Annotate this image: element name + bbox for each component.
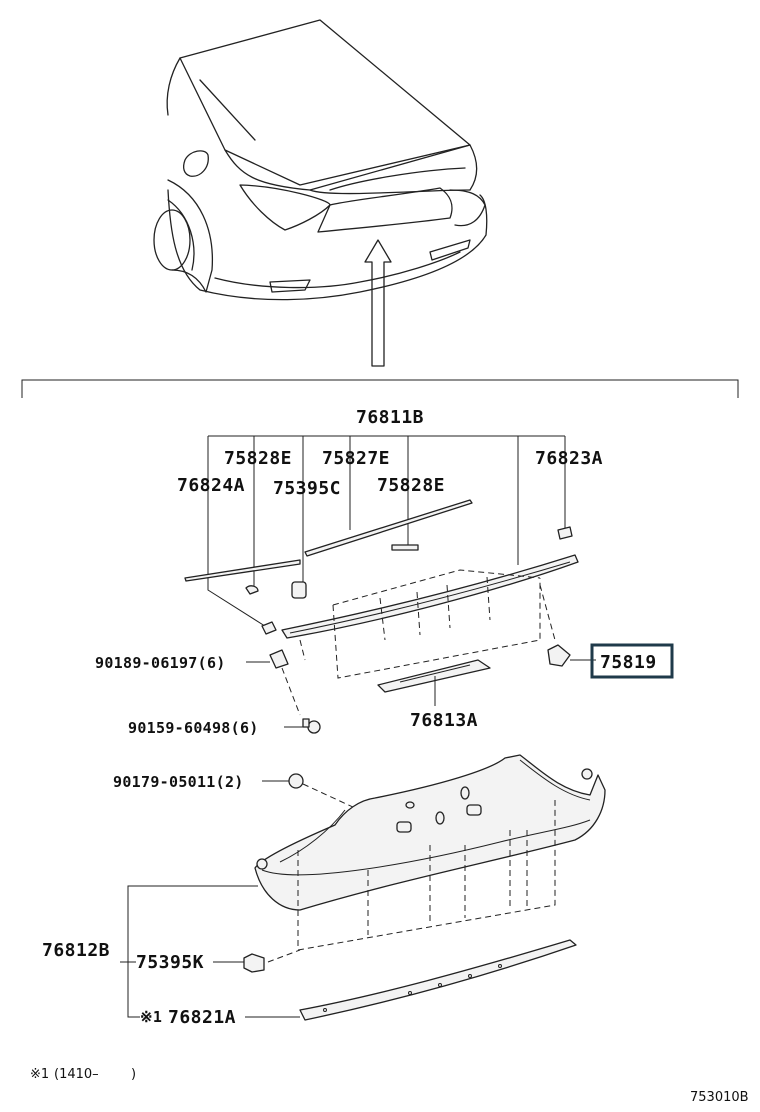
label-75827e: 75827E: [322, 448, 390, 469]
label-75828e-1: 75828E: [224, 448, 292, 469]
clip-icon: [213, 953, 265, 973]
footnote-text: (1410–: [54, 1067, 99, 1082]
part-labels: 76811B 75828E 75827E 76823A 76824A 75395…: [42, 407, 674, 1028]
label-90159-60498: 90159-60498(6): [128, 719, 259, 737]
label-90179-05011: 90179-05011(2): [113, 773, 244, 791]
screw-icon: [284, 718, 321, 734]
footnote: ※1 (1410– ): [30, 1067, 136, 1082]
highlight-box: [590, 643, 674, 679]
upper-assembly: [184, 435, 596, 734]
screw-icon: [246, 649, 289, 669]
car-rear-illustration: [153, 19, 488, 367]
label-75395c: 75395C: [273, 478, 341, 499]
label-seal-prefix: ※1: [140, 1008, 162, 1026]
diagram-code: 753010B: [690, 1090, 749, 1105]
footnote-mark: ※1: [30, 1067, 49, 1082]
label-75828e-2: 75828E: [377, 475, 445, 496]
label-75395k: 75395K: [136, 952, 204, 973]
lower-assembly: [120, 754, 606, 1021]
footnote-close: ): [131, 1067, 136, 1082]
label-90189-06197: 90189-06197(6): [95, 654, 226, 672]
label-76821a: 76821A: [168, 1007, 236, 1028]
label-75819[interactable]: 75819: [600, 652, 657, 673]
label-76811b: 76811B: [356, 407, 424, 428]
nut-icon: [262, 773, 356, 809]
label-76823a: 76823A: [535, 448, 603, 469]
assembly-frame: [21, 379, 739, 398]
label-76813a: 76813A: [410, 710, 478, 731]
label-76824a: 76824A: [177, 475, 245, 496]
label-76812b: 76812B: [42, 940, 110, 961]
